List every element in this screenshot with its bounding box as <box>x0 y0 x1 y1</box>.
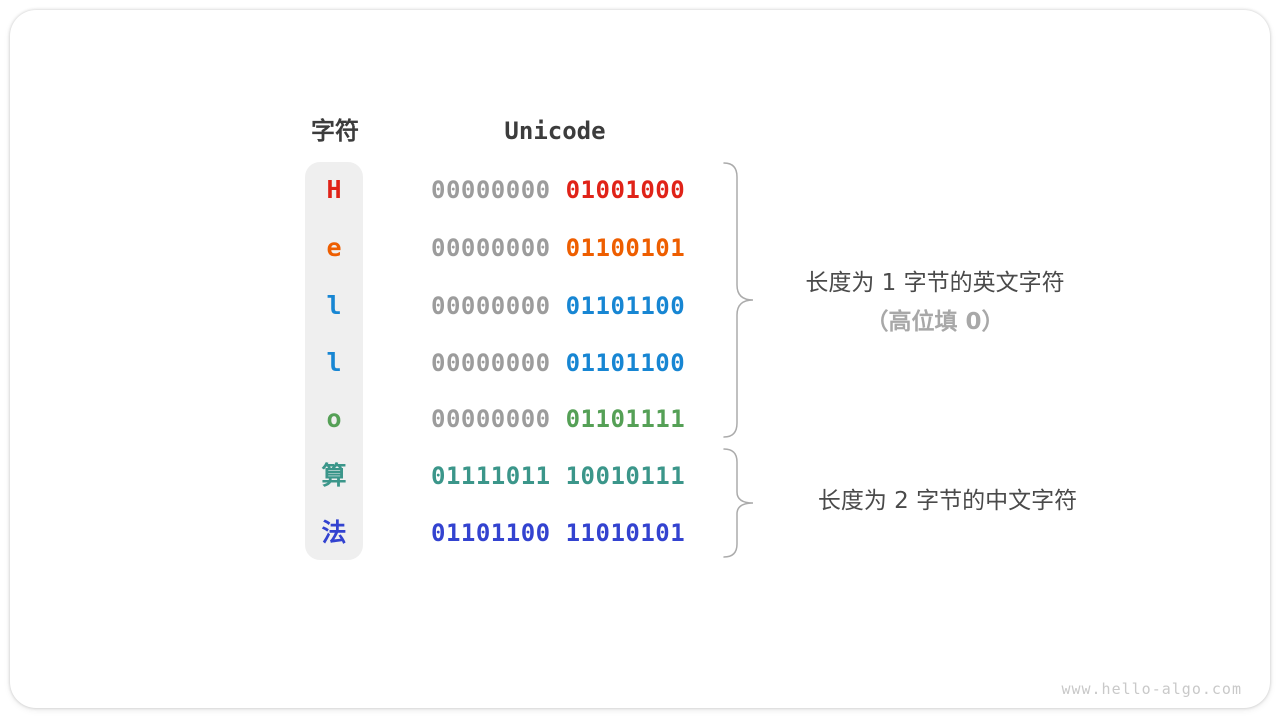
brace-english-group-icon <box>723 162 754 438</box>
byte-low: 10010111 <box>565 462 686 490</box>
binary-row: 01101100 11010101 <box>431 505 685 561</box>
binary-row: 00000000 01101111 <box>431 391 685 447</box>
watermark: www.hello-algo.com <box>1061 680 1242 698</box>
brace-chinese-group-icon <box>723 448 754 558</box>
char-cell: o <box>326 404 342 433</box>
byte-high: 00000000 <box>431 176 551 204</box>
char-cell: l <box>326 291 342 320</box>
byte-high: 01111011 <box>431 462 551 490</box>
byte-low: 11010101 <box>565 519 686 547</box>
byte-high: 00000000 <box>431 234 551 262</box>
annotation-english-note: （高位填 0） <box>865 309 1005 335</box>
column-header-char: 字符 <box>311 117 359 145</box>
annotation-english: 长度为 1 字节的英文字符 （高位填 0） <box>760 268 1110 337</box>
binary-row: 00000000 01101100 <box>431 335 685 391</box>
diagram-card <box>10 10 1270 708</box>
char-cell: 法 <box>321 518 347 547</box>
binary-row: 00000000 01001000 <box>431 162 685 218</box>
byte-high: 01101100 <box>431 519 551 547</box>
column-header-unicode: Unicode <box>504 117 606 145</box>
annotation-chinese-line1: 长度为 2 字节的中文字符 <box>817 488 1078 514</box>
byte-low: 01101100 <box>565 349 686 377</box>
char-cell: l <box>326 348 342 377</box>
byte-low: 01100101 <box>565 234 686 262</box>
annotation-english-line1: 长度为 1 字节的英文字符 <box>805 270 1065 296</box>
byte-low: 01101100 <box>565 292 686 320</box>
char-cell: 算 <box>321 461 347 490</box>
binary-row: 01111011 10010111 <box>431 448 685 504</box>
byte-low: 01101111 <box>565 405 686 433</box>
binary-row: 00000000 01100101 <box>431 220 685 276</box>
byte-high: 00000000 <box>431 349 551 377</box>
byte-high: 00000000 <box>431 292 551 320</box>
char-column-background <box>305 162 363 560</box>
char-cell: e <box>326 233 342 262</box>
binary-row: 00000000 01101100 <box>431 278 685 334</box>
char-cell: H <box>326 175 342 204</box>
annotation-chinese: 长度为 2 字节的中文字符 <box>765 486 1130 516</box>
byte-low: 01001000 <box>565 176 686 204</box>
byte-high: 00000000 <box>431 405 551 433</box>
